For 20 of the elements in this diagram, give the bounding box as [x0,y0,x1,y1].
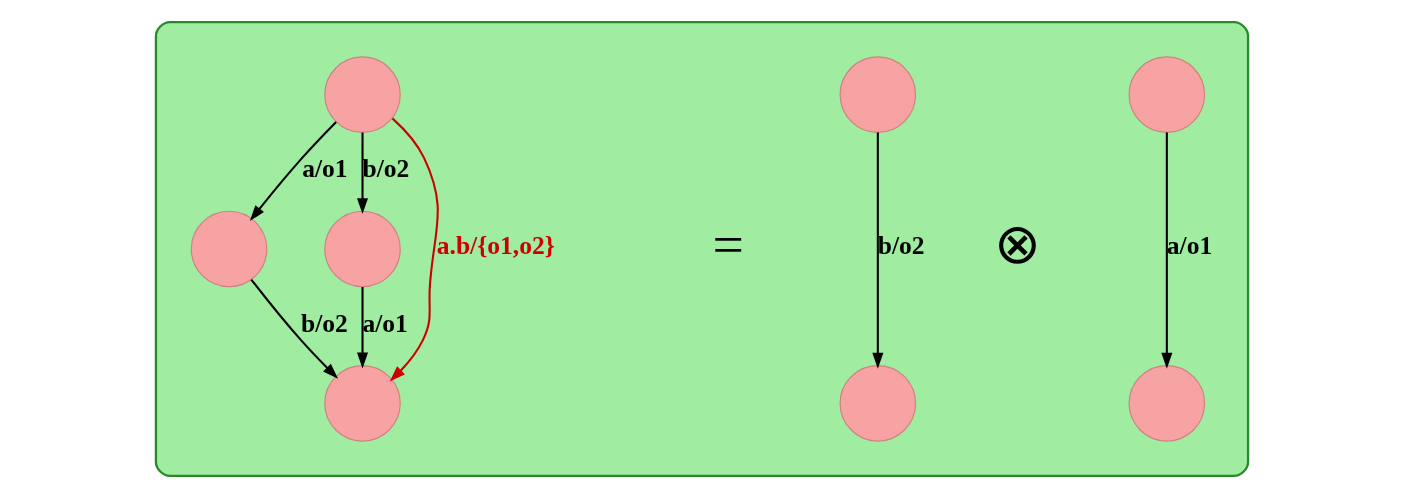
arrow [249,278,338,379]
edge-label: a/o1 [301,154,348,184]
label: ⊗ [993,212,1041,275]
arrow [1160,132,1172,369]
node-circle [1128,365,1205,442]
node-circle [839,56,916,133]
node-circle [323,56,401,133]
arrow [356,132,368,214]
cluster [154,20,1249,478]
edge-label: b/o2 [300,308,348,338]
node-circle [190,210,267,288]
arrow [249,121,337,221]
label: = [711,212,744,275]
edge-label: a.b/{o1,o2} [436,231,555,261]
node-circle [323,210,401,288]
arrow [356,286,368,369]
arrow [871,132,883,369]
arrow [389,117,439,382]
node-circle [1128,56,1205,133]
node-circle [839,365,916,442]
